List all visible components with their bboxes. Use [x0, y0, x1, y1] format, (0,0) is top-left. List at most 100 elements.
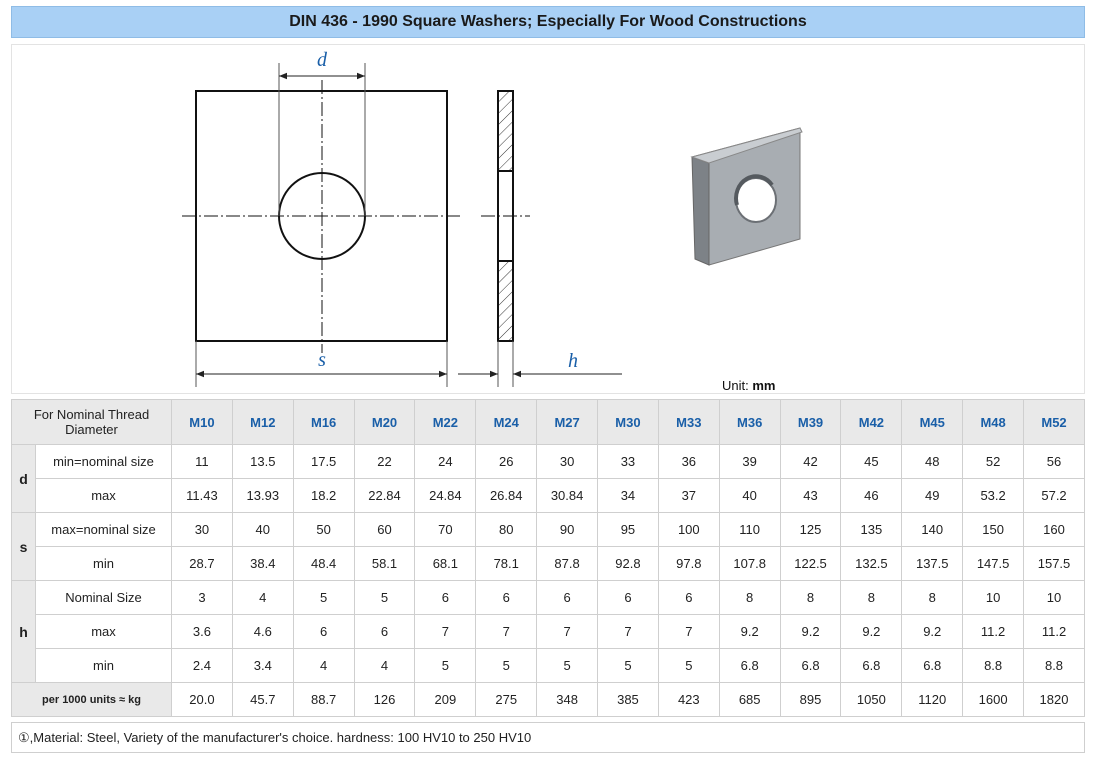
table-cell: 9.2 — [840, 614, 903, 649]
table-cell: 100 — [657, 512, 720, 547]
table-cell: 40 — [718, 478, 781, 513]
table-cell: 26.84 — [475, 478, 538, 513]
table-cell: 48.4 — [292, 546, 355, 581]
table-cell: 52 — [962, 444, 1025, 479]
size-header: M10 — [171, 399, 233, 445]
table-cell: 9.2 — [779, 614, 842, 649]
table-cell: 22 — [353, 444, 416, 479]
table-cell: 57.2 — [1023, 478, 1085, 513]
table-cell: 11.43 — [171, 478, 233, 513]
table-cell: 1820 — [1023, 682, 1085, 717]
table-cell: 8 — [779, 580, 842, 615]
table-cell: 70 — [414, 512, 477, 547]
table-cell: 11.2 — [962, 614, 1025, 649]
table-cell: 30.84 — [536, 478, 599, 513]
table-cell: 126 — [353, 682, 416, 717]
table-cell: 132.5 — [840, 546, 903, 581]
table-cell: 6.8 — [779, 648, 842, 683]
table-cell: 6 — [292, 614, 355, 649]
size-header: M20 — [353, 399, 416, 445]
table-cell: 58.1 — [353, 546, 416, 581]
table-cell: 45.7 — [231, 682, 294, 717]
page-title: DIN 436 - 1990 Square Washers; Especiall… — [11, 6, 1085, 38]
unit-note: Unit: mm — [722, 378, 775, 393]
table-cell: 6 — [475, 580, 538, 615]
table-cell: 4.6 — [231, 614, 294, 649]
table-cell: 6 — [414, 580, 477, 615]
row-label: min — [35, 546, 172, 581]
dimension-symbol: d — [11, 444, 36, 513]
table-cell: 5 — [657, 648, 720, 683]
table-cell: 110 — [718, 512, 781, 547]
table-cell: 33 — [597, 444, 659, 479]
table-cell: 90 — [536, 512, 599, 547]
table-cell: 6 — [657, 580, 720, 615]
table-cell: 40 — [231, 512, 294, 547]
row-label: max — [35, 614, 172, 649]
table-cell: 3.6 — [171, 614, 233, 649]
table-cell: 53.2 — [962, 478, 1025, 513]
table-cell: 7 — [414, 614, 477, 649]
table-cell: 140 — [901, 512, 964, 547]
table-cell: 10 — [962, 580, 1025, 615]
dimension-symbol: h — [11, 580, 36, 683]
table-cell: 5 — [292, 580, 355, 615]
table-cell: 150 — [962, 512, 1025, 547]
table-cell: 385 — [597, 682, 659, 717]
table-cell: 6 — [597, 580, 659, 615]
size-header: M48 — [962, 399, 1025, 445]
table-cell: 5 — [597, 648, 659, 683]
table-cell: 6.8 — [901, 648, 964, 683]
table-cell: 4 — [292, 648, 355, 683]
table-cell: 13.93 — [231, 478, 294, 513]
table-cell: 5 — [353, 580, 416, 615]
table-cell: 50 — [292, 512, 355, 547]
table-cell: 685 — [718, 682, 781, 717]
table-cell: 348 — [536, 682, 599, 717]
table-cell: 8 — [840, 580, 903, 615]
table-cell: 60 — [353, 512, 416, 547]
table-cell: 209 — [414, 682, 477, 717]
table-cell: 135 — [840, 512, 903, 547]
table-cell: 125 — [779, 512, 842, 547]
table-cell: 6 — [536, 580, 599, 615]
table-cell: 80 — [475, 512, 538, 547]
table-cell: 7 — [475, 614, 538, 649]
table-cell: 11 — [171, 444, 233, 479]
table-cell: 7 — [657, 614, 720, 649]
washer-side-top — [497, 90, 514, 172]
table-cell: 1050 — [840, 682, 903, 717]
table-cell: 3.4 — [231, 648, 294, 683]
table-cell: 97.8 — [657, 546, 720, 581]
dimension-symbol: s — [11, 512, 36, 581]
size-header: M22 — [414, 399, 477, 445]
table-cell: 1600 — [962, 682, 1025, 717]
washer-3d-render — [690, 127, 803, 266]
table-cell: 36 — [657, 444, 720, 479]
table-cell: 1120 — [901, 682, 964, 717]
table-cell: 275 — [475, 682, 538, 717]
table-cell: 9.2 — [901, 614, 964, 649]
table-cell: 24.84 — [414, 478, 477, 513]
table-cell: 8 — [901, 580, 964, 615]
washer-side-bottom — [497, 260, 514, 342]
table-cell: 6.8 — [718, 648, 781, 683]
size-header: M16 — [292, 399, 355, 445]
row-label: max=nominal size — [35, 512, 172, 547]
table-cell: 87.8 — [536, 546, 599, 581]
size-header: M33 — [657, 399, 720, 445]
table-cell: 137.5 — [901, 546, 964, 581]
table-cell: 56 — [1023, 444, 1085, 479]
size-header: M39 — [779, 399, 842, 445]
table-cell: 43 — [779, 478, 842, 513]
size-header: M45 — [901, 399, 964, 445]
weight-label: per 1000 units ≈ kg — [11, 682, 172, 717]
d-dimension-label: d — [317, 49, 328, 71]
table-cell: 45 — [840, 444, 903, 479]
